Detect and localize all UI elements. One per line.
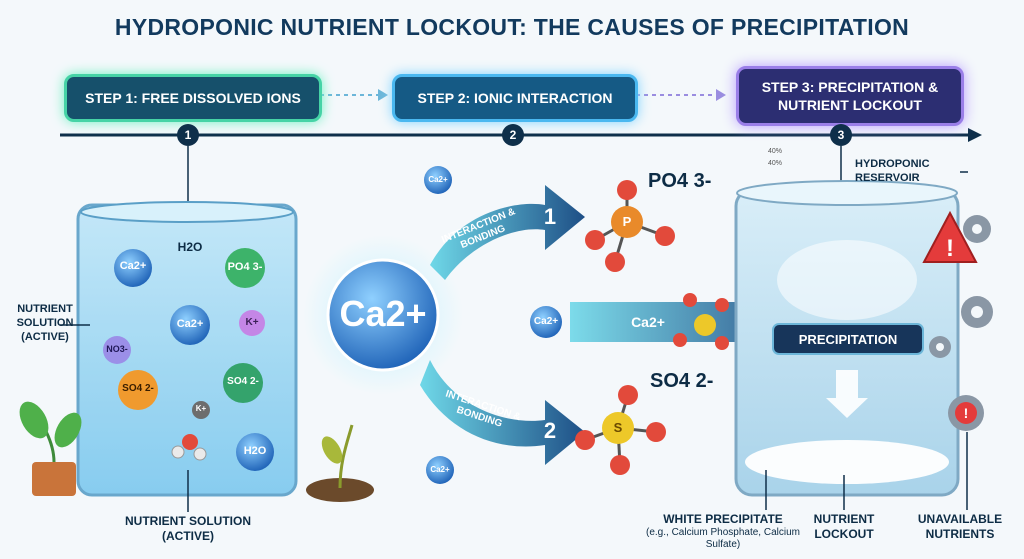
left-plant — [14, 397, 87, 496]
ion-po4-label: PO4 3- — [223, 261, 267, 273]
ion-k-2-label: K+ — [191, 404, 211, 413]
calcium-main-label: Ca2+ — [330, 293, 436, 335]
unavailable-nutrients-label: UNAVAILABLE NUTRIENTS — [905, 512, 1015, 542]
sulfate-formula: SO4 2- — [650, 370, 720, 393]
ion-h2o-label: H2O — [236, 445, 274, 457]
ion-so4-1-label: SO4 2- — [115, 383, 161, 394]
percent-label: 40% — [760, 148, 790, 155]
phosphate-center-label: P — [619, 214, 635, 229]
svg-text:!: ! — [946, 235, 954, 262]
nutrient-solution-side-label: NUTRIENT SOLUTION (ACTIVE) — [4, 302, 86, 344]
gear-icon — [961, 296, 993, 328]
ion-ca-2-label: Ca2+ — [172, 318, 208, 330]
reservoir-label: HYDROPONIC RESERVOIR — [855, 157, 955, 185]
small-calcium-label: Ca2+ — [530, 316, 562, 327]
sulfate-center-label: S — [610, 420, 626, 435]
sprout — [306, 425, 374, 502]
bottom-calcium-label: Ca2+ — [426, 465, 454, 474]
gear-warning-icon: ! — [948, 395, 984, 431]
stream-calcium-label: Ca2+ — [626, 314, 670, 330]
percent-label: 40% — [760, 160, 790, 167]
arrow-1-number: 1 — [540, 204, 560, 230]
ion-ca-1-label: Ca2+ — [115, 260, 151, 272]
nutrient-solution-bottom-label: NUTRIENT SOLUTION (ACTIVE) — [108, 514, 268, 544]
white-precipitate-label: WHITE PRECIPITATE — [648, 512, 798, 526]
nutrient-lockout-label: NUTRIENT LOCKOUT — [804, 512, 884, 542]
arrow-2-number: 2 — [540, 418, 560, 444]
ion-so4-2-label: SO4 2- — [220, 376, 266, 387]
precipitation-label: PRECIPITATION — [773, 332, 923, 347]
svg-text:!: ! — [964, 405, 969, 421]
gear-icon — [929, 336, 951, 358]
gear-icon — [963, 215, 991, 243]
top-calcium-label: Ca2+ — [424, 175, 452, 184]
ion-k-1-label: K+ — [240, 317, 264, 328]
ion-no3-label: NO3- — [101, 344, 133, 354]
white-precipitate-sub: (e.g., Calcium Phosphate, Calcium Sulfat… — [646, 527, 800, 551]
phosphate-formula: PO4 3- — [648, 170, 718, 193]
h2o-top-label: H2O — [172, 240, 208, 254]
